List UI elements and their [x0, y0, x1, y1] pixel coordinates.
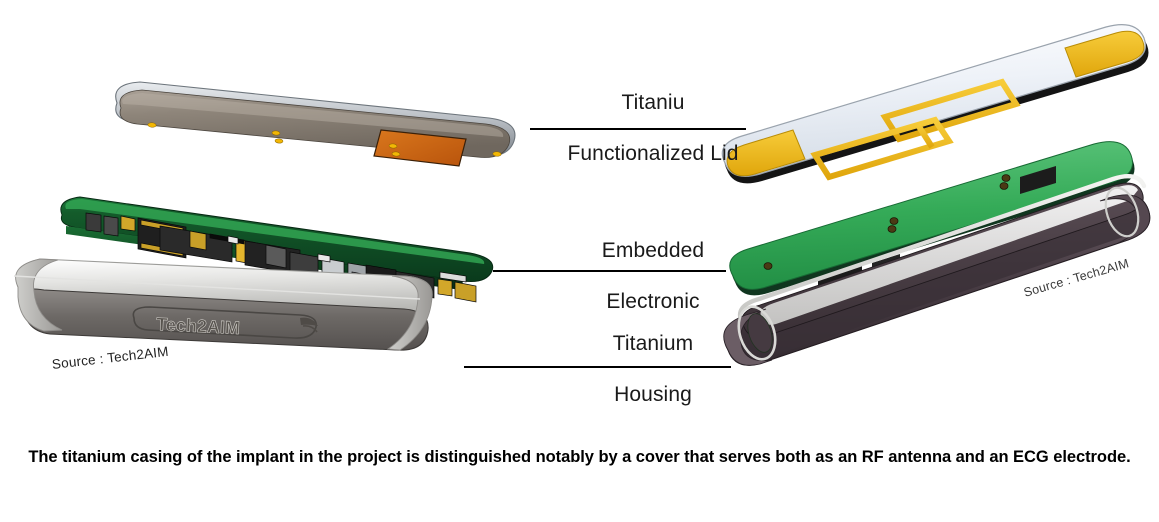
callout-line-1: Titanium — [612, 331, 694, 355]
callout-embedded-electronic: Embedded Electronic — [508, 212, 798, 340]
callout-line-2: Electronic — [606, 289, 700, 313]
housing-closed-group: Tech2AIM — [13, 258, 433, 351]
callout-titanium-functionalized-lid: Titaniu Functionalized Lid — [508, 64, 798, 192]
leader-line-embedded-electronic — [493, 270, 726, 272]
callout-line-2: Functionalized Lid — [567, 141, 739, 165]
housing-tray-group — [723, 174, 1151, 366]
housing-engraving-text: Tech2AIM — [156, 314, 241, 338]
lid-underside-group — [115, 81, 516, 167]
leader-line-titanium-housing — [464, 366, 731, 368]
pcb-plain-group — [729, 141, 1135, 296]
lid-antenna-group — [721, 24, 1149, 184]
callout-titanium-housing: Titanium Housing — [508, 305, 798, 433]
callout-line-2: Housing — [614, 382, 692, 406]
tray-open-end — [723, 305, 777, 366]
exploded-assembly-illustration: Tech2AIM — [13, 24, 1151, 366]
leader-line-titanium-functionalized-lid — [530, 128, 746, 130]
callout-line-1: Titaniu — [621, 90, 685, 114]
callout-line-1: Embedded — [601, 238, 705, 262]
figure-caption: The titanium casing of the implant in th… — [28, 448, 1131, 466]
